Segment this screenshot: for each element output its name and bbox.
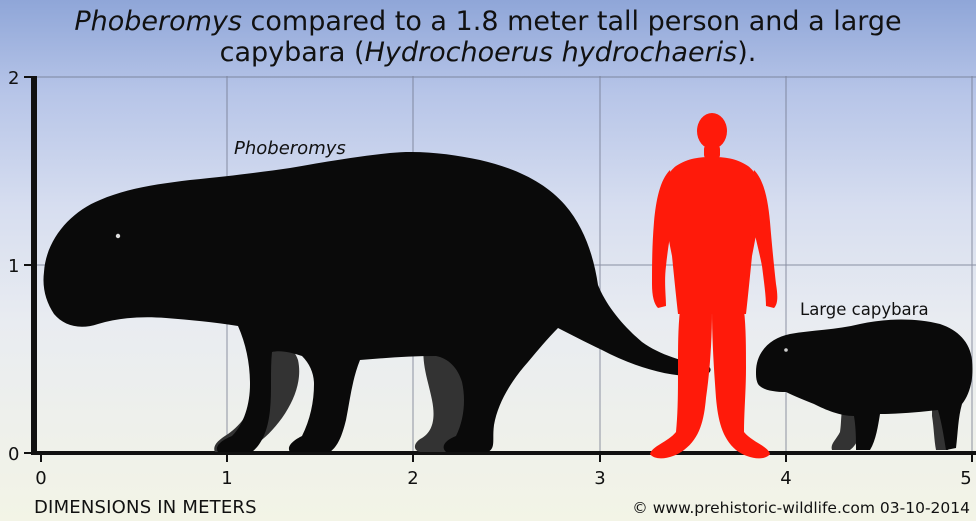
phoberomys-silhouette xyxy=(43,152,710,452)
capybara-label: Large capybara xyxy=(800,300,929,319)
x-tick-label-1: 1 xyxy=(221,468,232,489)
copyright-credit: © www.prehistoric-wildlife.com 03-10-201… xyxy=(632,499,970,517)
human-left-leg xyxy=(650,310,712,458)
y-tick-label-0: 0 xyxy=(8,444,19,465)
phoberomys-body xyxy=(43,152,710,452)
capybara-silhouette xyxy=(756,320,973,451)
x-tick-label-3: 3 xyxy=(594,468,605,489)
human-head xyxy=(697,113,727,149)
phoberomys-eye xyxy=(116,234,120,238)
human-torso xyxy=(664,157,760,314)
x-tick-label-5: 5 xyxy=(960,468,971,489)
x-tick-label-2: 2 xyxy=(407,468,418,489)
x-tick-label-4: 4 xyxy=(780,468,791,489)
capybara-eye xyxy=(784,348,788,352)
human-silhouette xyxy=(650,113,777,458)
y-tick-label-1: 1 xyxy=(8,256,19,277)
x-tick-label-0: 0 xyxy=(35,468,46,489)
x-axis-unit-label: DIMENSIONS IN METERS xyxy=(34,497,257,518)
x-axis-bar xyxy=(31,451,976,455)
y-tick-label-2: 2 xyxy=(8,68,19,89)
human-neck xyxy=(704,145,720,159)
phoberomys-label: Phoberomys xyxy=(234,138,346,159)
